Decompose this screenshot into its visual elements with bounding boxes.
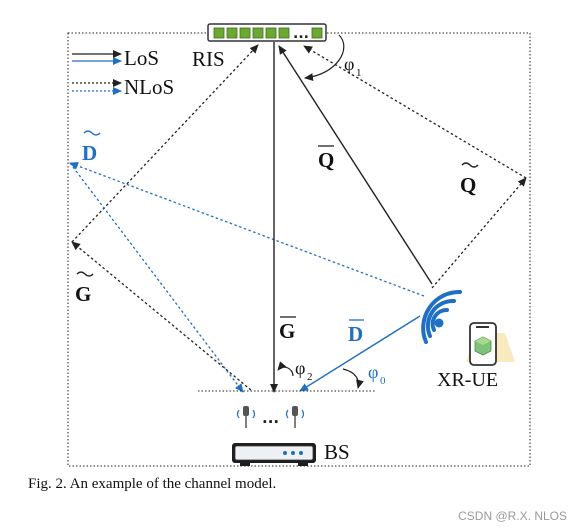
ris-dots: ... xyxy=(293,26,309,42)
phi2-subscript: 2 xyxy=(307,371,313,383)
label-g-tilde: G xyxy=(75,271,94,306)
svg-text:Q: Q xyxy=(318,148,334,172)
ris-panel-icon: ... xyxy=(207,23,327,42)
label-q-bar: Q xyxy=(318,145,334,172)
ris-label: RIS xyxy=(192,47,225,71)
bs-antennas: ... xyxy=(236,406,305,428)
svg-text:D: D xyxy=(348,322,363,346)
ue-label: XR-UE xyxy=(437,369,498,391)
label-d-tilde: D xyxy=(82,130,101,165)
nlos-d-links xyxy=(69,162,425,393)
watermark: CSDN @R.X. NLOS xyxy=(458,509,567,523)
los-links xyxy=(270,42,433,393)
phi1-label: φ xyxy=(344,54,354,74)
phi0-label: φ xyxy=(368,362,378,382)
label-d-bar: D xyxy=(348,319,364,346)
bs-label: BS xyxy=(324,440,350,464)
svg-text:D: D xyxy=(82,141,97,165)
bs-dots: ... xyxy=(262,409,279,427)
wireless-signal-icon xyxy=(421,289,462,344)
phi0-subscript: 0 xyxy=(380,375,386,387)
phi0-arc xyxy=(342,368,364,389)
nlos-links xyxy=(71,44,527,391)
svg-text:G: G xyxy=(279,319,295,343)
phi2-arc xyxy=(277,361,294,377)
phi1-arc xyxy=(304,34,345,82)
xr-headset-phone-icon xyxy=(466,322,515,366)
legend-los-label: LoS xyxy=(124,46,159,70)
svg-text:Q: Q xyxy=(460,173,476,197)
base-station-icon xyxy=(232,443,316,466)
svg-text:G: G xyxy=(75,282,91,306)
figure-caption: Fig. 2. An example of the channel model. xyxy=(28,476,277,492)
label-q-tilde: Q xyxy=(460,162,479,197)
label-g-bar: G xyxy=(279,316,296,343)
phi1-subscript: 1 xyxy=(356,67,362,79)
phi2-label: φ xyxy=(295,358,305,378)
legend: LoS NLoS xyxy=(72,46,174,99)
legend-nlos-label: NLoS xyxy=(124,75,174,99)
